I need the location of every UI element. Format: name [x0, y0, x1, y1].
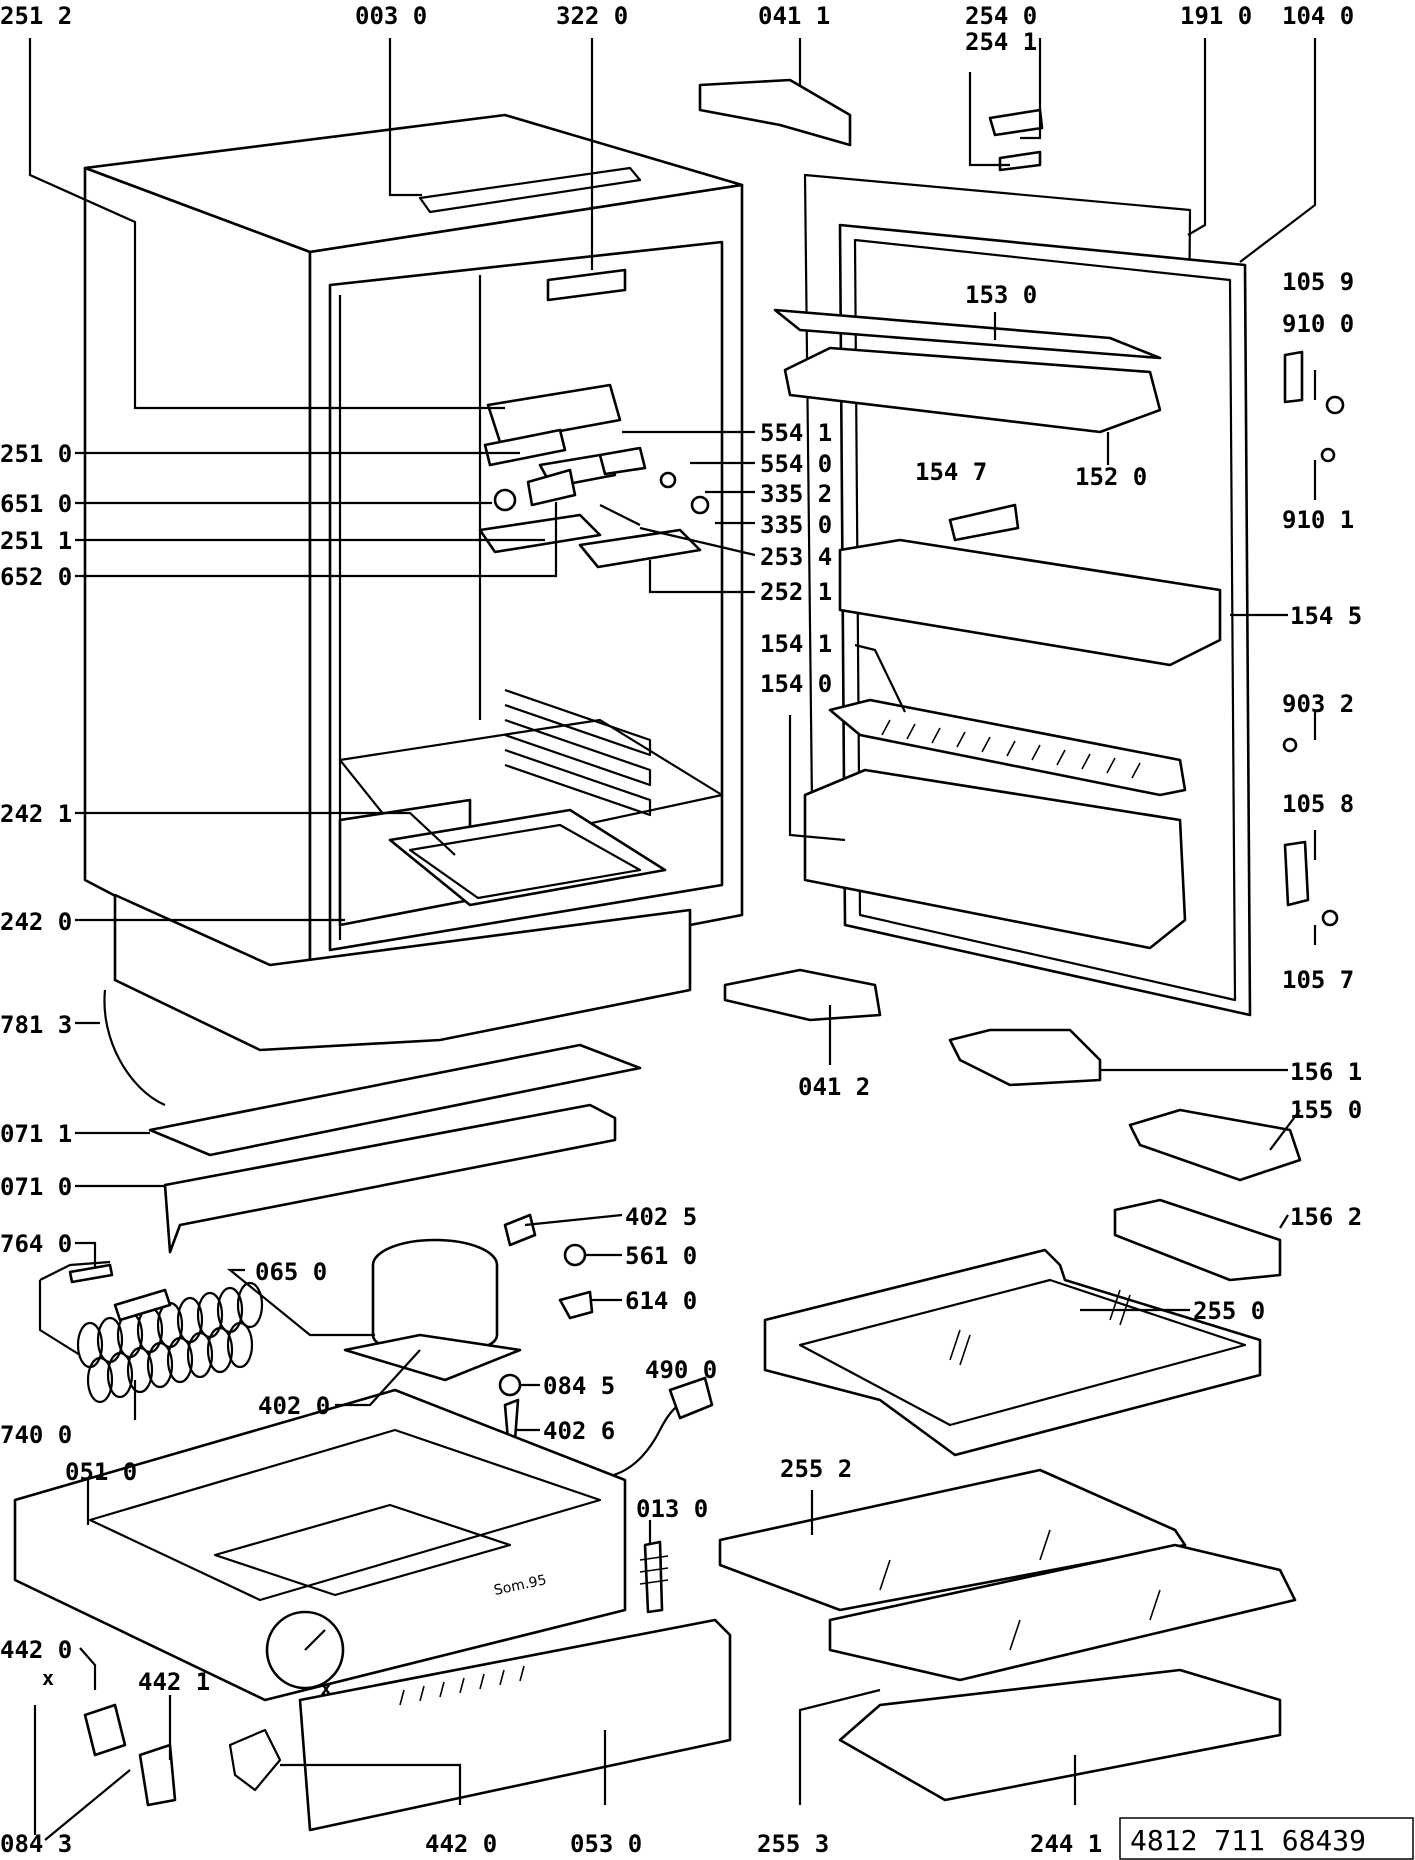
label-652-0: 652 0: [0, 563, 72, 591]
label-442-1: 442 1: [138, 1668, 210, 1696]
label-244-1: 244 1: [1030, 1830, 1102, 1858]
label-740-0: 740 0: [0, 1421, 72, 1449]
label-251-1: 251 1: [0, 527, 72, 555]
label-105-9: 105 9: [1282, 268, 1354, 296]
label-255-2: 255 2: [780, 1455, 852, 1483]
cabinet-body: [83, 113, 744, 1052]
label-561-0: 561 0: [625, 1242, 697, 1270]
condenser-coil: [76, 1281, 264, 1404]
label-910-1: 910 1: [1282, 506, 1354, 534]
label-191-0: 191 0: [1180, 2, 1252, 30]
label-155-0: 155 0: [1290, 1096, 1362, 1124]
label-253-4: 253 4: [760, 543, 832, 571]
document-number-box: 4812 711 68439: [1119, 1817, 1414, 1860]
label-053-0: 053 0: [570, 1830, 642, 1858]
egg-rack-hatching: [881, 719, 1141, 779]
label-402-6: 402 6: [543, 1417, 615, 1445]
label-051-0: 051 0: [65, 1458, 137, 1486]
label-251-0: 251 0: [0, 440, 72, 468]
label-041-1: 041 1: [758, 2, 830, 30]
accessories: [718, 1028, 1302, 1802]
label-322-0: 322 0: [556, 2, 628, 30]
document-number: 4812 711 68439: [1130, 1824, 1366, 1857]
marker-x-center: x: [320, 1676, 332, 1700]
label-084-5: 084 5: [543, 1372, 615, 1400]
leader-lines: [28, 38, 1317, 1841]
label-105-7: 105 7: [1282, 966, 1354, 994]
label-255-3: 255 3: [757, 1830, 829, 1858]
label-910-0: 910 0: [1282, 310, 1354, 338]
label-105-8: 105 8: [1282, 790, 1354, 818]
label-154-0: 154 0: [760, 670, 832, 698]
label-153-0: 153 0: [965, 281, 1037, 309]
label-554-1: 554 1: [760, 419, 832, 447]
label-251-2: 251 2: [0, 2, 72, 30]
label-003-0: 003 0: [355, 2, 427, 30]
label-490-0: 490 0: [645, 1356, 717, 1384]
label-781-3: 781 3: [0, 1011, 72, 1039]
label-442-0-bottom: 442 0: [425, 1830, 497, 1858]
label-442-0-top: 442 0: [0, 1636, 72, 1664]
label-242-0: 242 0: [0, 908, 72, 936]
label-242-1: 242 1: [0, 800, 72, 828]
label-065-0: 065 0: [255, 1258, 327, 1286]
label-084-3: 084 3: [0, 1830, 72, 1858]
label-154-5: 154 5: [1290, 602, 1362, 630]
door-assembly: [698, 78, 1345, 1022]
label-156-1: 156 1: [1290, 1058, 1362, 1086]
machine-compartment: [13, 989, 732, 1832]
label-156-2: 156 2: [1290, 1203, 1362, 1231]
label-252-1: 252 1: [760, 578, 832, 606]
label-013-0: 013 0: [636, 1495, 708, 1523]
label-254-0: 254 0: [965, 2, 1037, 30]
label-104-0: 104 0: [1282, 2, 1354, 30]
label-764-0: 764 0: [0, 1230, 72, 1258]
label-402-0: 402 0: [258, 1392, 330, 1420]
label-154-7: 154 7: [915, 458, 987, 486]
label-154-1: 154 1: [760, 630, 832, 658]
label-152-0: 152 0: [1075, 463, 1147, 491]
label-651-0: 651 0: [0, 490, 72, 518]
label-335-2: 335 2: [760, 480, 832, 508]
label-614-0: 614 0: [625, 1287, 697, 1315]
label-554-0: 554 0: [760, 450, 832, 478]
label-071-1: 071 1: [0, 1120, 72, 1148]
label-255-0: 255 0: [1193, 1297, 1265, 1325]
marker-x-left: x: [42, 1666, 54, 1690]
label-071-0: 071 0: [0, 1173, 72, 1201]
part-labels: 251 2 003 0 322 0 041 1 254 0 254 1 191 …: [0, 2, 1362, 1858]
label-041-2: 041 2: [798, 1073, 870, 1101]
label-335-0: 335 0: [760, 511, 832, 539]
label-254-1: 254 1: [965, 28, 1037, 56]
label-903-2: 903 2: [1282, 690, 1354, 718]
grille-slots: [399, 1665, 525, 1706]
label-402-5: 402 5: [625, 1203, 697, 1231]
